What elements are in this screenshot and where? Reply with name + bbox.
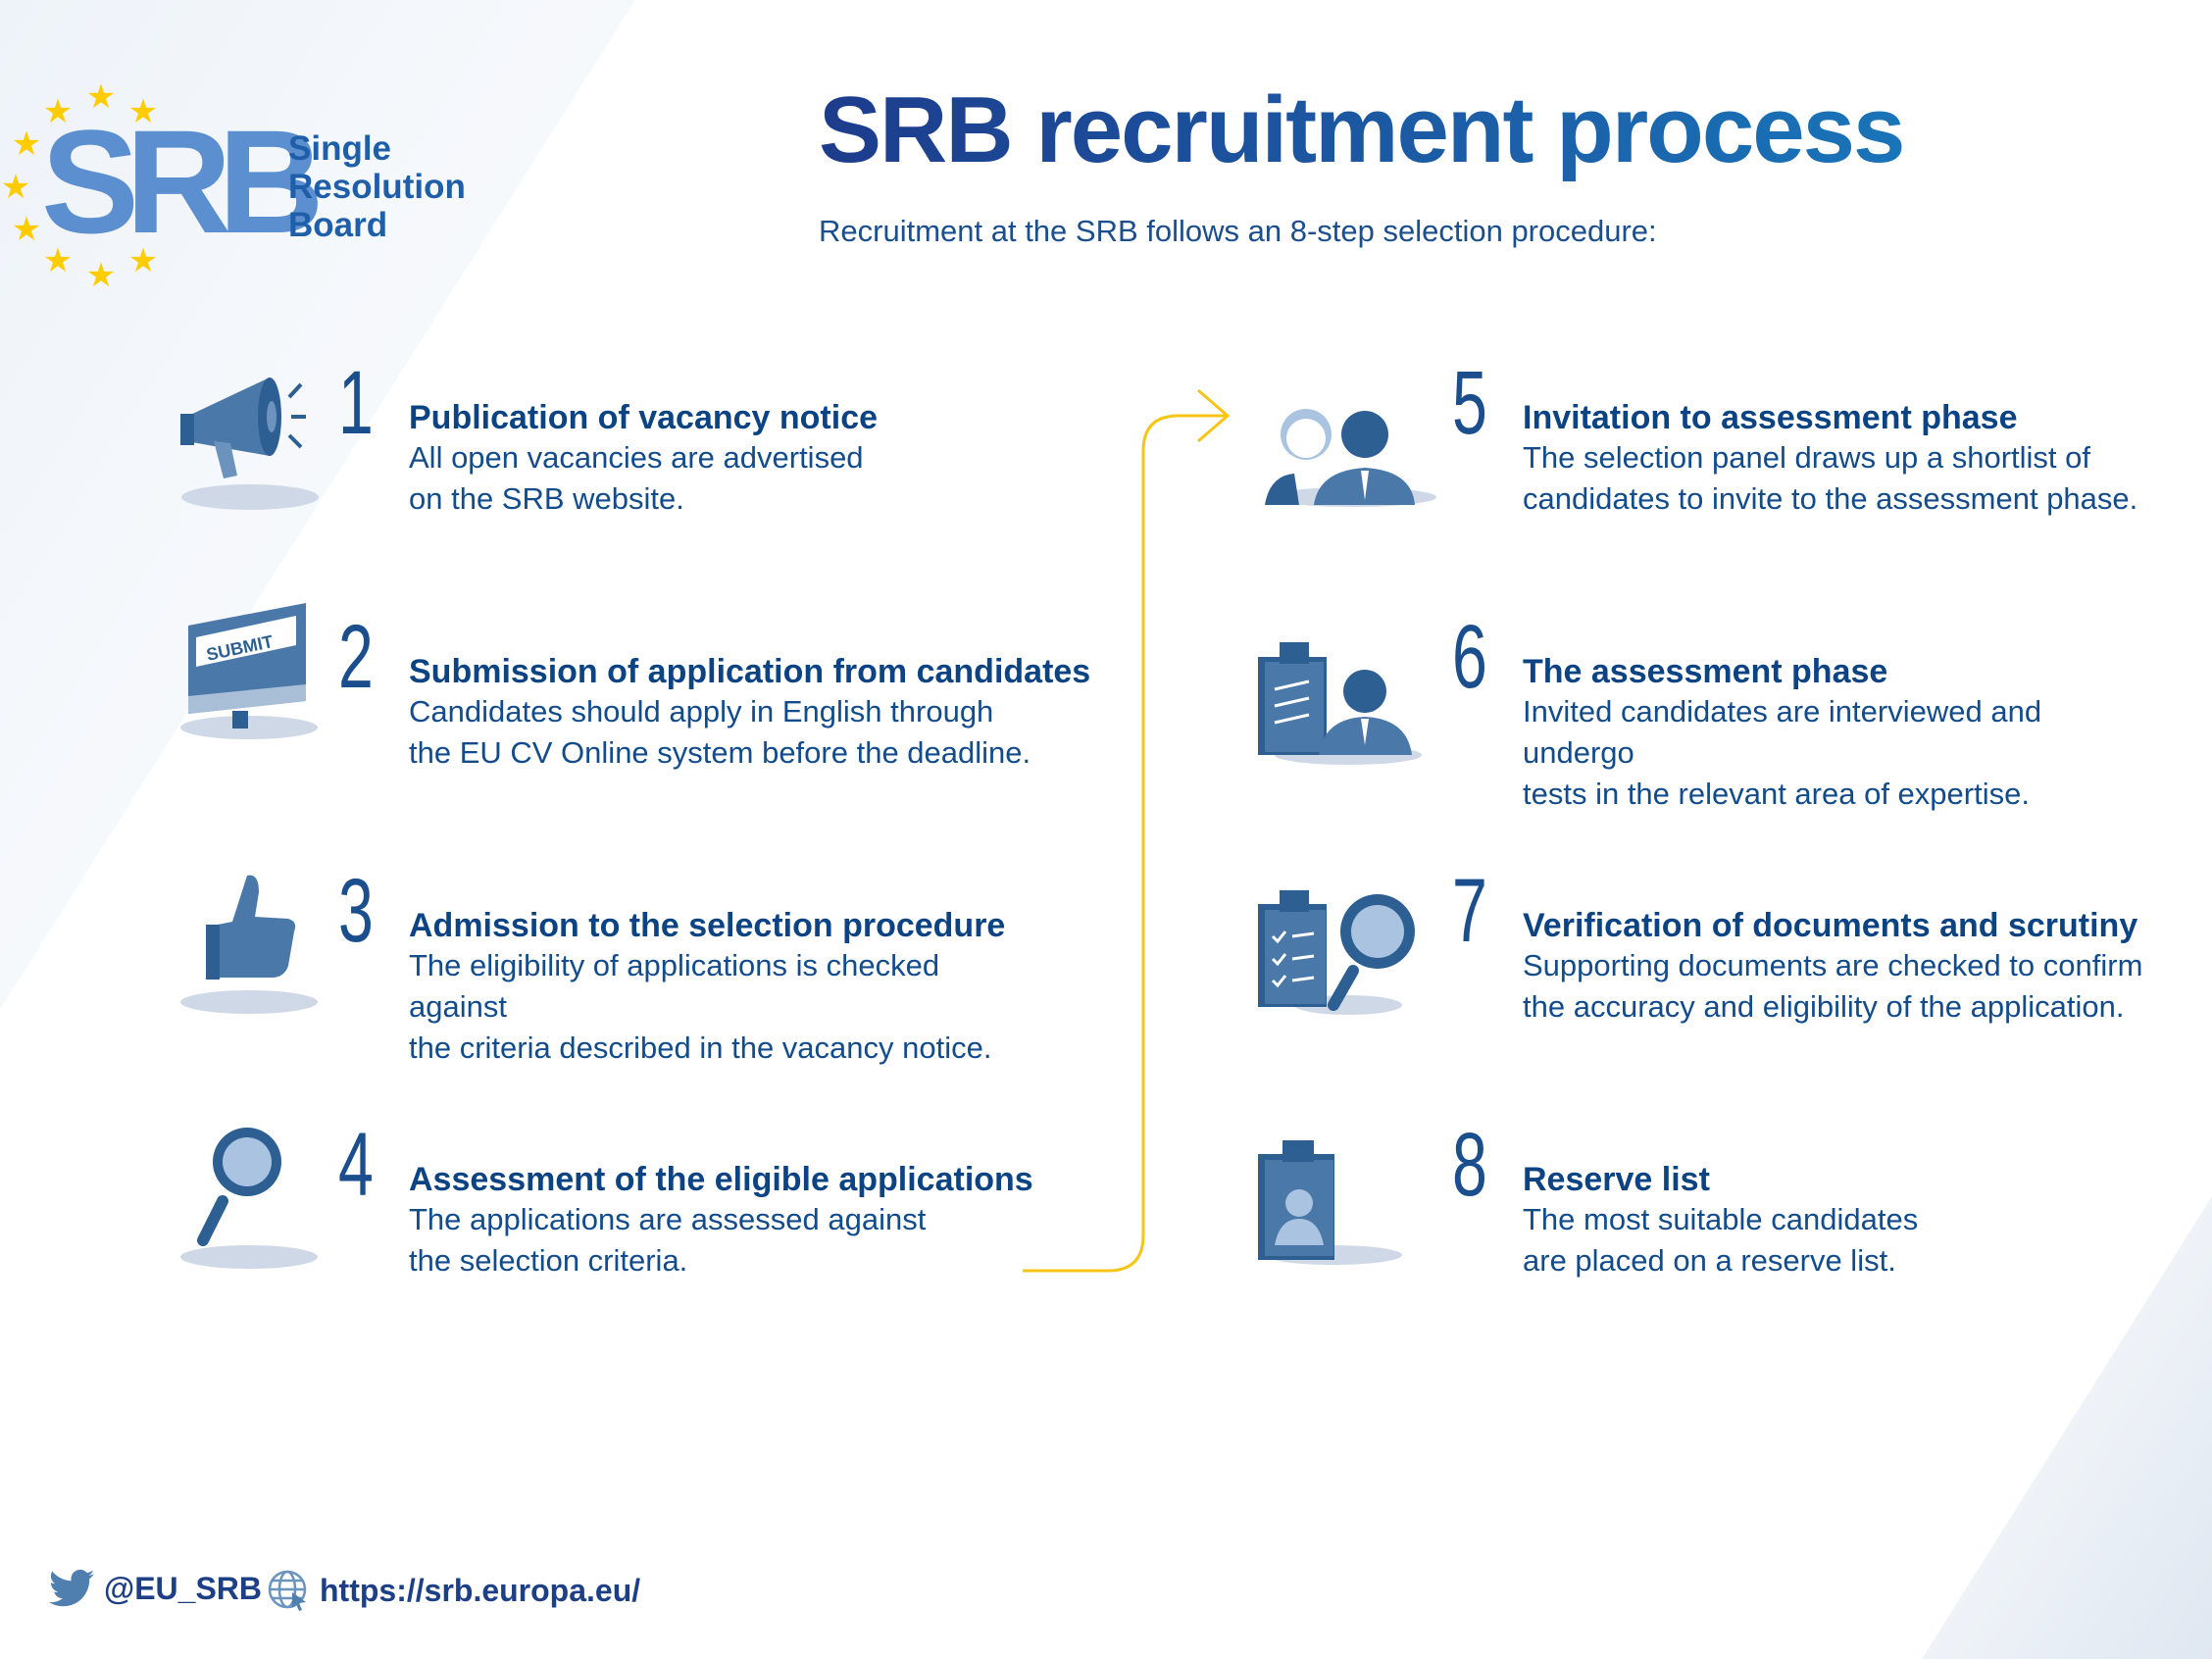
svg-text:★: ★	[43, 92, 73, 131]
logo-line-1: Single	[288, 129, 392, 168]
globe-icon	[268, 1570, 307, 1611]
svg-text:★: ★	[12, 125, 41, 164]
step-title: Publication of vacancy notice	[409, 399, 879, 436]
svg-text:★: ★	[86, 77, 116, 117]
twitter-icon	[49, 1569, 94, 1607]
srb-logo[interactable]: ★★★ ★★★ ★★★ SRB Single Resolution Board	[0, 69, 471, 304]
step-title: Admission to the selection procedure	[409, 907, 1006, 944]
step-description: Invited candidates are interviewed and u…	[1523, 694, 2042, 811]
logo-line-3: Board	[288, 206, 388, 244]
monitor-submit-icon: SUBMIT	[180, 603, 318, 739]
step-description: The most suitable candidates are placed …	[1523, 1202, 1919, 1278]
page-title: SRB recruitment process	[819, 77, 1905, 182]
clipboard-person-icon	[1258, 642, 1422, 765]
step-description: The selection panel draws up a shortlist…	[1523, 440, 2138, 516]
twitter-link[interactable]: @EU_SRB	[49, 1569, 262, 1608]
megaphone-icon	[180, 377, 319, 510]
svg-text:★: ★	[128, 241, 158, 280]
step-number: 7	[1452, 861, 1487, 961]
thumbs-up-icon	[180, 875, 318, 1014]
step-description: All open vacancies are advertised on the…	[409, 440, 864, 516]
step-title: The assessment phase	[1523, 653, 1888, 690]
svg-text:★: ★	[12, 210, 41, 249]
page-subtitle: Recruitment at the SRB follows an 8-step…	[819, 214, 1657, 248]
step-number: 3	[338, 861, 374, 961]
svg-text:★: ★	[1, 168, 30, 207]
step-description: The applications are assessed against th…	[409, 1202, 927, 1278]
step-title: Verification of documents and scrutiny	[1523, 907, 2138, 944]
logo-line-2: Resolution	[288, 168, 466, 206]
flow-arrow	[1023, 414, 1226, 1273]
svg-text:★: ★	[128, 92, 158, 131]
step-number: 1	[338, 353, 374, 453]
step-description: Supporting documents are checked to conf…	[1523, 948, 2143, 1024]
badge-icon	[1258, 1140, 1402, 1265]
step-number: 4	[338, 1115, 374, 1215]
website-url: https://srb.europa.eu/	[320, 1572, 641, 1608]
eu-stars-icon: ★★★ ★★★ ★★★	[1, 77, 158, 294]
step-number: 8	[1452, 1115, 1487, 1215]
twitter-handle: @EU_SRB	[104, 1570, 263, 1606]
svg-text:★: ★	[43, 241, 73, 280]
magnifier-icon	[180, 1128, 318, 1269]
step-number: 6	[1452, 607, 1487, 707]
step-description: Candidates should apply in English throu…	[409, 694, 1031, 770]
step-number: 2	[338, 607, 374, 707]
step-description: The eligibility of applications is check…	[409, 948, 992, 1065]
svg-text:★: ★	[86, 256, 116, 294]
website-link[interactable]: https://srb.europa.eu/	[267, 1569, 640, 1612]
checklist-magnifier-icon	[1258, 890, 1415, 1015]
logo-letters: SRB	[41, 99, 325, 264]
candidates-icon	[1265, 409, 1436, 507]
step-title: Assessment of the eligible applications	[409, 1161, 1033, 1198]
step-title: Reserve list	[1523, 1161, 1710, 1198]
step-title: Invitation to assessment phase	[1523, 399, 2018, 436]
step-title: Submission of application from candidate…	[409, 653, 1091, 690]
step-number: 5	[1452, 353, 1487, 453]
